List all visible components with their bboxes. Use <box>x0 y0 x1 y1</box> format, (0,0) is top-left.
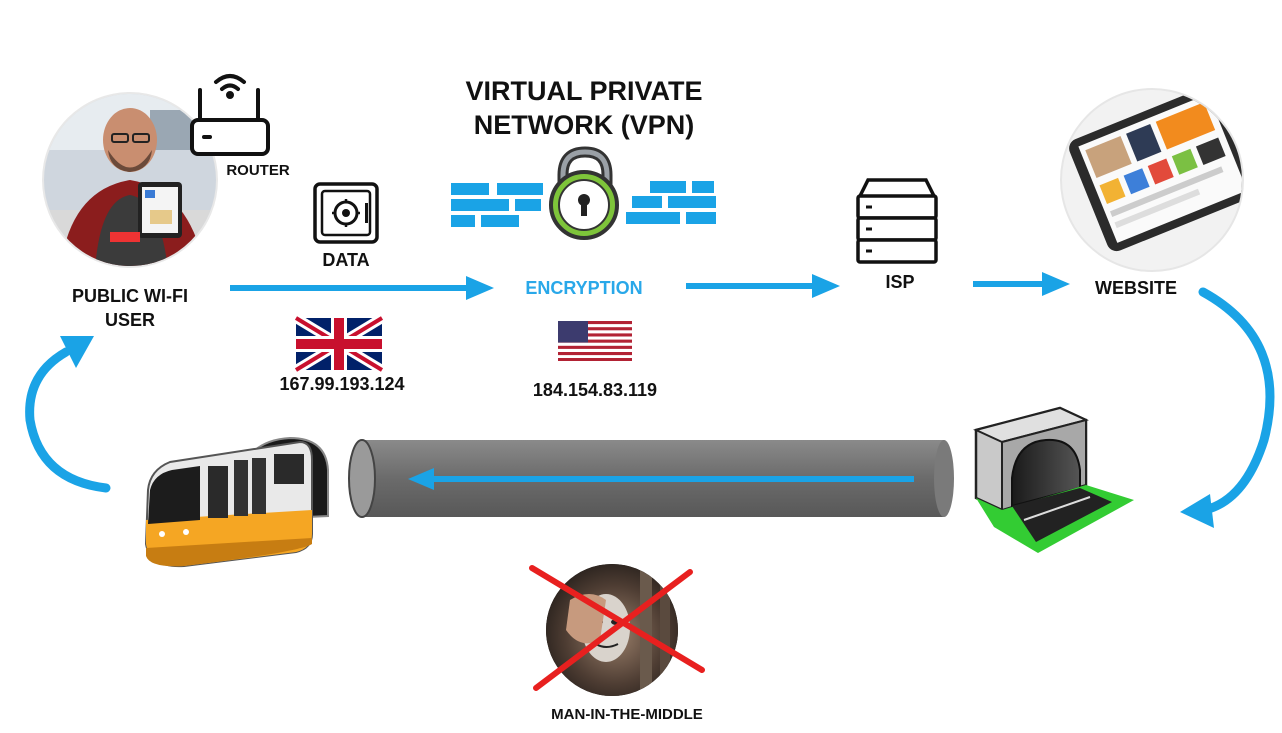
router-label: ROUTER <box>226 162 290 179</box>
ip-us-label: 184.154.83.119 <box>532 380 658 400</box>
encryption-label: ENCRYPTION <box>525 278 643 298</box>
us-flag-icon <box>558 321 632 361</box>
train-icon <box>144 436 329 568</box>
arrow-user-to-encryption <box>230 276 494 300</box>
diagram-title: VIRTUAL PRIVATE NETWORK (VPN) <box>434 74 734 142</box>
uk-flag-icon <box>293 313 385 375</box>
user-label-line-2: USER <box>104 310 155 330</box>
tunnel-entrance-icon <box>973 406 1134 553</box>
title-line-2: NETWORK (VPN) <box>473 110 695 140</box>
safe-icon <box>313 182 379 244</box>
title-line-1: VIRTUAL PRIVATE <box>465 76 703 106</box>
arrow-encryption-to-isp <box>686 274 840 298</box>
user-label-line-1: PUBLIC WI-FI <box>72 286 188 306</box>
website-tablet-icon <box>1060 88 1244 272</box>
isp-label: ISP <box>885 272 915 292</box>
mitm-label: MAN-IN-THE-MIDDLE <box>551 706 703 723</box>
arrow-website-curve-down <box>1180 287 1275 528</box>
ip-uk-label: 167.99.193.124 <box>279 374 405 394</box>
vpn-tunnel-tube <box>348 439 954 518</box>
website-label: WEBSITE <box>1094 278 1177 298</box>
cross-out-icon <box>529 565 705 691</box>
firewall-right-icon <box>626 181 716 224</box>
arrow-isp-to-website <box>973 272 1070 296</box>
firewall-left-icon <box>451 183 543 227</box>
padlock-icon <box>549 146 619 240</box>
server-icon <box>856 178 938 264</box>
arrow-train-curve-up <box>25 336 111 493</box>
data-label: DATA <box>322 250 370 270</box>
wifi-router-icon <box>190 74 270 156</box>
user-label: PUBLIC WI-FI USER <box>40 284 220 332</box>
user-photo-icon <box>42 92 218 268</box>
hacker-photo-icon <box>546 564 678 696</box>
